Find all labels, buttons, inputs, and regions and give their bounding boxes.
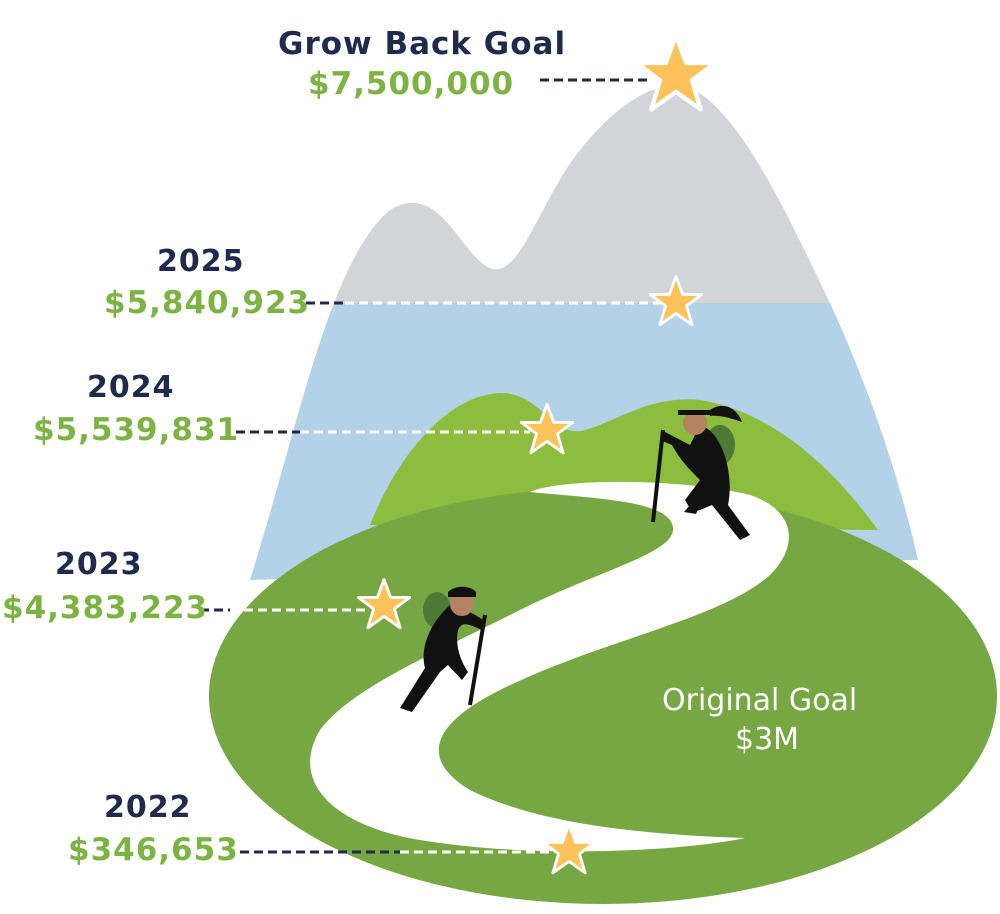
milestone-label-goal: Grow Back Goal — [278, 26, 567, 62]
hiker-icon — [651, 405, 750, 540]
hiker-icon — [400, 586, 487, 712]
star-icon — [541, 822, 597, 875]
milestone-label-2023: 2023 — [55, 547, 143, 582]
star-icon — [634, 33, 718, 112]
milestone-label-2024: 2024 — [87, 370, 175, 405]
milestone-label-2022: 2022 — [104, 790, 192, 825]
winding-path — [310, 481, 789, 852]
milestone-amount-2023: $4,383,223 — [2, 590, 209, 626]
original-goal-amount: $3M — [735, 722, 800, 757]
milestone-stars — [356, 33, 718, 875]
milestone-amount-2024: $5,539,831 — [33, 412, 240, 448]
milestone-amount-2025: $5,840,923 — [104, 285, 311, 321]
star-icon — [519, 402, 575, 455]
star-icon — [648, 274, 704, 327]
milestone-amount-goal: $7,500,000 — [308, 66, 515, 102]
milestone-amount-2022: $346,653 — [68, 832, 239, 868]
original-goal-label: Original Goal — [662, 683, 858, 718]
star-icon — [356, 577, 412, 630]
milestone-label-2025: 2025 — [157, 244, 245, 279]
leader-lines — [200, 78, 662, 854]
